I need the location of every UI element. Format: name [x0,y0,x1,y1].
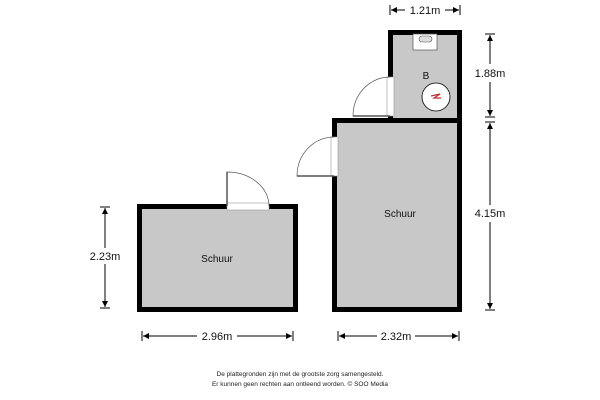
door-arc [352,76,391,117]
svg-text:2.23m: 2.23m [90,251,121,263]
sink-icon [412,33,438,51]
svg-text:2.32m: 2.32m [381,331,412,343]
toilet-icon [421,82,451,112]
dimension-left-shed-height: 2.23m [90,206,121,309]
door-arc [296,136,335,177]
room-label: Schuur [201,254,233,265]
disclaimer-line-2: Er kunnen geen rechten aan ontleend word… [211,381,389,388]
dimension-right-shed-width: 2.32m [337,331,460,343]
room-label: Schuur [384,209,416,220]
dimension-bathroom-height: 1.88m [475,33,506,118]
svg-text:4.15m: 4.15m [475,208,506,220]
dimension-right-shed-height: 4.15m [475,121,506,311]
dimension-left-shed-width: 2.96m [141,331,294,343]
door-arc [226,171,270,207]
room-right-shed: Schuur [296,118,462,312]
room-left-shed: Schuur [137,171,298,312]
svg-text:1.21m: 1.21m [410,5,441,17]
svg-text:1.88m: 1.88m [475,68,506,80]
svg-text:2.96m: 2.96m [202,331,233,343]
dimension-bathroom-width: 1.21m [389,5,461,17]
disclaimer-line-1: De plattegronden zijn met de grootste zo… [216,371,384,378]
room-bathroom: B [352,30,462,123]
room-label: B [423,71,430,82]
